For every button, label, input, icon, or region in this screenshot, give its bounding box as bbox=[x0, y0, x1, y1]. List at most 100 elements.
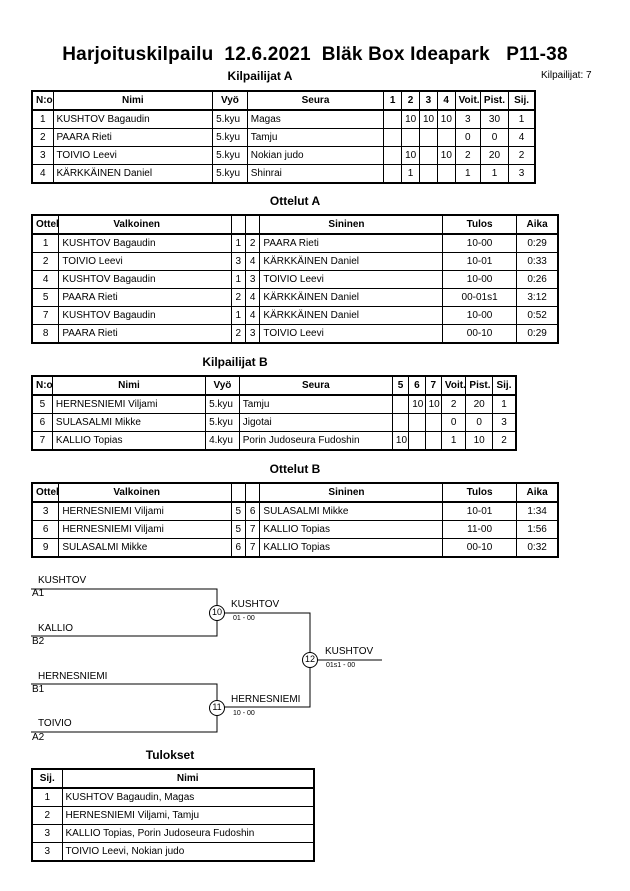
col-result: Tulos bbox=[441, 214, 518, 235]
col-rank: Sij. bbox=[491, 375, 517, 396]
semi2-top-name: HERNESNIEMI bbox=[38, 671, 108, 682]
pool-a-row-cell: Nokian judo bbox=[246, 146, 385, 165]
semi2-match-number: 11 bbox=[212, 702, 222, 712]
pool-b-table: N:o Nimi Vyö Seura 5 6 7 Voit. Pist. Sij… bbox=[31, 375, 517, 451]
col-time: Aika bbox=[516, 482, 559, 503]
pool-b-row-cell: 2 bbox=[491, 431, 517, 451]
matches-b-row-cell: 7 bbox=[244, 520, 261, 539]
semi1-bottom-seed: B2 bbox=[32, 636, 45, 647]
results-row-cell: 3 bbox=[31, 824, 63, 843]
matches-b-row-cell: 1:56 bbox=[516, 520, 559, 539]
col-no: N:o bbox=[31, 375, 53, 396]
pool-b-header-row: N:o Nimi Vyö Seura 5 6 7 Voit. Pist. Sij… bbox=[31, 375, 517, 396]
col-rank: Sij. bbox=[31, 768, 63, 789]
matches-a-row-cell: 2 bbox=[244, 233, 261, 253]
matches-b-table: Ottelu Valkoinen Sininen Tulos Aika 3HER… bbox=[31, 482, 559, 558]
pool-a-row-cell: TOIVIO Leevi bbox=[52, 146, 214, 165]
results-header-row: Sij. Nimi bbox=[31, 768, 315, 789]
semi2-bottom-name: TOIVIO bbox=[38, 718, 72, 729]
semi1-match-circle bbox=[209, 605, 225, 621]
semi1-top-seed: A1 bbox=[32, 588, 45, 599]
matches-b-row-cell: SULASALMI Mikke bbox=[58, 538, 232, 558]
pool-b-row-cell: 7 bbox=[31, 431, 53, 451]
results-row-cell: TOIVIO Leevi, Nokian judo bbox=[61, 842, 315, 862]
semi2-match-circle bbox=[209, 700, 225, 716]
pool-b-row-cell: 10 bbox=[465, 431, 493, 451]
pool-b-row-cell bbox=[424, 431, 442, 451]
matches-a-row-cell: 0:52 bbox=[516, 306, 559, 325]
pool-a-row-cell: 1 bbox=[479, 164, 510, 184]
matches-a-header-row: Ottelu Valkoinen Sininen Tulos Aika bbox=[31, 214, 559, 235]
final-score: 01s1 - 00 bbox=[326, 662, 356, 669]
matches-a-row-cell: 10-00 bbox=[441, 306, 518, 325]
matches-a-heading: Ottelut A bbox=[269, 194, 321, 208]
pool-b-row-cell: 6 bbox=[31, 413, 53, 432]
col-opponent-7: 7 bbox=[424, 375, 442, 396]
matches-a-row-cell: 0:29 bbox=[516, 324, 559, 344]
pool-b-row-cell: 0 bbox=[440, 413, 467, 432]
results-row-cell: HERNESNIEMI Viljami, Tamju bbox=[61, 806, 315, 825]
matches-a-table: Ottelu Valkoinen Sininen Tulos Aika 1KUS… bbox=[31, 214, 559, 344]
semi1-winner: KUSHTOV bbox=[231, 599, 280, 610]
final-match-circle bbox=[302, 652, 318, 668]
col-wins: Voit. bbox=[454, 90, 481, 111]
results-row-cell: 2 bbox=[31, 806, 63, 825]
results-row-cell: 3 bbox=[31, 842, 63, 862]
page-title: Harjoituskilpailu 12.6.2021 Bläk Box Ide… bbox=[62, 44, 568, 65]
final-connector bbox=[217, 612, 311, 708]
pool-a-row-cell: 2 bbox=[508, 146, 536, 165]
pool-a-row-cell: 3 bbox=[31, 146, 54, 165]
pool-b-row-cell: SULASALMI Mikke bbox=[51, 413, 207, 432]
pool-a-row-cell: 5.kyu bbox=[212, 164, 248, 184]
matches-b-row-cell: 0:32 bbox=[516, 538, 559, 558]
final-winner: KUSHTOV bbox=[325, 646, 374, 657]
semi2-top-seed: B1 bbox=[32, 684, 45, 695]
matches-b-header-row: Ottelu Valkoinen Sininen Tulos Aika bbox=[31, 482, 559, 503]
results-row-cell: 1 bbox=[31, 787, 63, 807]
matches-a-row-cell: 4 bbox=[244, 306, 261, 325]
semi2-winner: HERNESNIEMI bbox=[231, 694, 301, 705]
matches-a-row-cell: 3 bbox=[244, 324, 261, 344]
pool-b-row-cell: 0 bbox=[465, 413, 493, 432]
matches-b-row-cell: 7 bbox=[244, 538, 261, 558]
col-name: Nimi bbox=[51, 375, 207, 396]
col-points: Pist. bbox=[465, 375, 493, 396]
pool-a-heading: Kilpailijat A bbox=[227, 69, 293, 83]
semi1-match-number: 10 bbox=[211, 607, 222, 617]
matches-a-row-cell: KÄRKKÄINEN Daniel bbox=[259, 306, 443, 325]
matches-b-row-cell: 00-10 bbox=[441, 538, 518, 558]
matches-a-row-cell: 3 bbox=[244, 270, 261, 289]
pool-a-row-cell: 2 bbox=[31, 128, 54, 147]
col-result: Tulos bbox=[441, 482, 518, 503]
col-no: N:o bbox=[31, 90, 54, 111]
matches-b-heading: Ottelut B bbox=[269, 462, 321, 476]
col-blue: Sininen bbox=[259, 482, 443, 503]
col-time: Aika bbox=[516, 214, 559, 235]
col-blue-no bbox=[244, 214, 261, 235]
pool-a-row-cell: 4 bbox=[31, 164, 54, 184]
col-name: Nimi bbox=[52, 90, 214, 111]
pool-a-row-cell: KÄRKKÄINEN Daniel bbox=[52, 164, 214, 184]
pool-a-table: N:o Nimi Vyö Seura 1 2 3 4 Voit. Pist. S… bbox=[31, 90, 536, 184]
final-match-number: 12 bbox=[304, 654, 315, 664]
pool-b-row-cell: Jigotai bbox=[238, 413, 393, 432]
pool-a-row-cell: 5.kyu bbox=[212, 146, 248, 165]
pool-b-row-cell bbox=[424, 413, 442, 432]
semi1-score: 01 - 00 bbox=[233, 615, 255, 622]
pool-a-row-cell: Shinrai bbox=[246, 164, 385, 184]
col-belt: Vyö bbox=[212, 90, 248, 111]
col-club: Seura bbox=[246, 90, 385, 111]
matches-b-row-cell: 6 bbox=[31, 520, 60, 539]
pool-b-row-cell: Porin Judoseura Fudoshin bbox=[238, 431, 393, 451]
